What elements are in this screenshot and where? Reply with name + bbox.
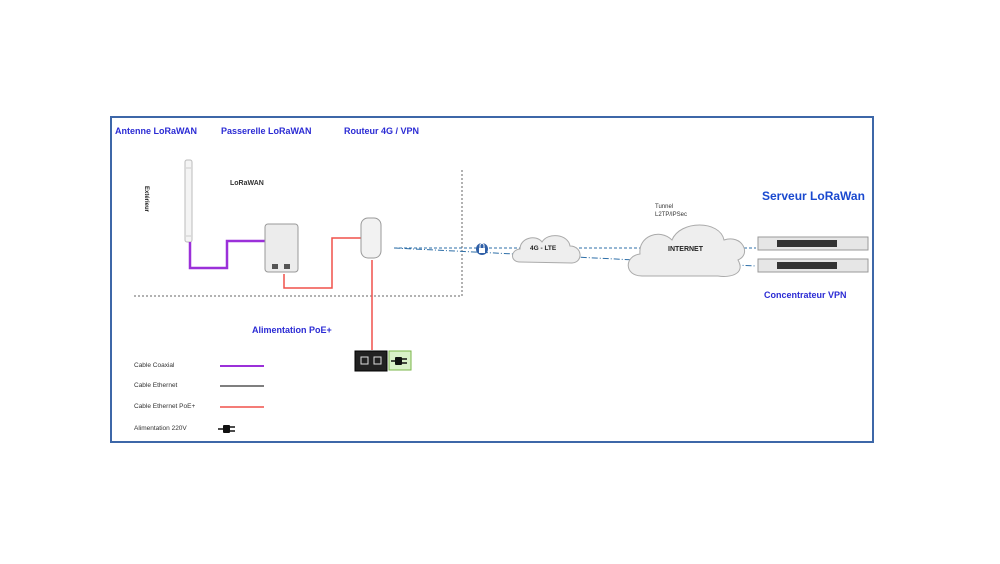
router-device-icon bbox=[360, 217, 382, 259]
legend-label-ethernet: Cable Ethernet bbox=[134, 382, 178, 389]
legend-label-power: Alimentation 220V bbox=[134, 425, 187, 432]
legend-plug-icon bbox=[218, 425, 235, 433]
poe-injector-icon bbox=[354, 350, 388, 372]
internet-cloud-icon bbox=[627, 224, 745, 277]
antenna-header: Antenne LoRaWAN bbox=[115, 126, 197, 136]
legend-label-poe: Cable Ethernet PoE+ bbox=[134, 403, 196, 410]
coax-cable bbox=[188, 239, 265, 270]
network-diagram: Antenne LoRaWAN Passerelle LoRaWAN Route… bbox=[110, 116, 874, 443]
lock-icon bbox=[476, 243, 488, 255]
tunnel-label-line2: L2TP/IPSec bbox=[655, 212, 688, 218]
tunnel-label-line1: Tunnel bbox=[655, 204, 674, 210]
legend-label-coax: Cable Coaxial bbox=[134, 362, 175, 369]
power-plug-icon bbox=[388, 350, 412, 371]
antenna-icon bbox=[184, 159, 193, 243]
vpn-concentrator-icon bbox=[757, 258, 869, 273]
zone-boundary bbox=[134, 170, 463, 297]
diagram-canvas bbox=[134, 159, 869, 433]
outdoor-label: Extérieur bbox=[143, 186, 149, 213]
gateway-header: Passerelle LoRaWAN bbox=[221, 126, 312, 136]
power-header: Alimentation PoE+ bbox=[252, 325, 332, 335]
gateway-device-icon bbox=[264, 223, 299, 273]
lte-cloud-icon bbox=[512, 235, 581, 264]
router-header: Routeur 4G / VPN bbox=[344, 126, 420, 136]
poe-cable-gateway bbox=[283, 237, 361, 289]
concentrator-header: Concentrateur VPN bbox=[764, 290, 847, 300]
lorawan-server-icon bbox=[757, 236, 869, 251]
server-header: Serveur LoRaWan bbox=[762, 189, 865, 203]
lorawan-logo: LoRaWAN bbox=[230, 180, 264, 187]
internet-cloud-label: INTERNET bbox=[668, 246, 703, 253]
lte-cloud-label: 4G - LTE bbox=[530, 245, 557, 252]
